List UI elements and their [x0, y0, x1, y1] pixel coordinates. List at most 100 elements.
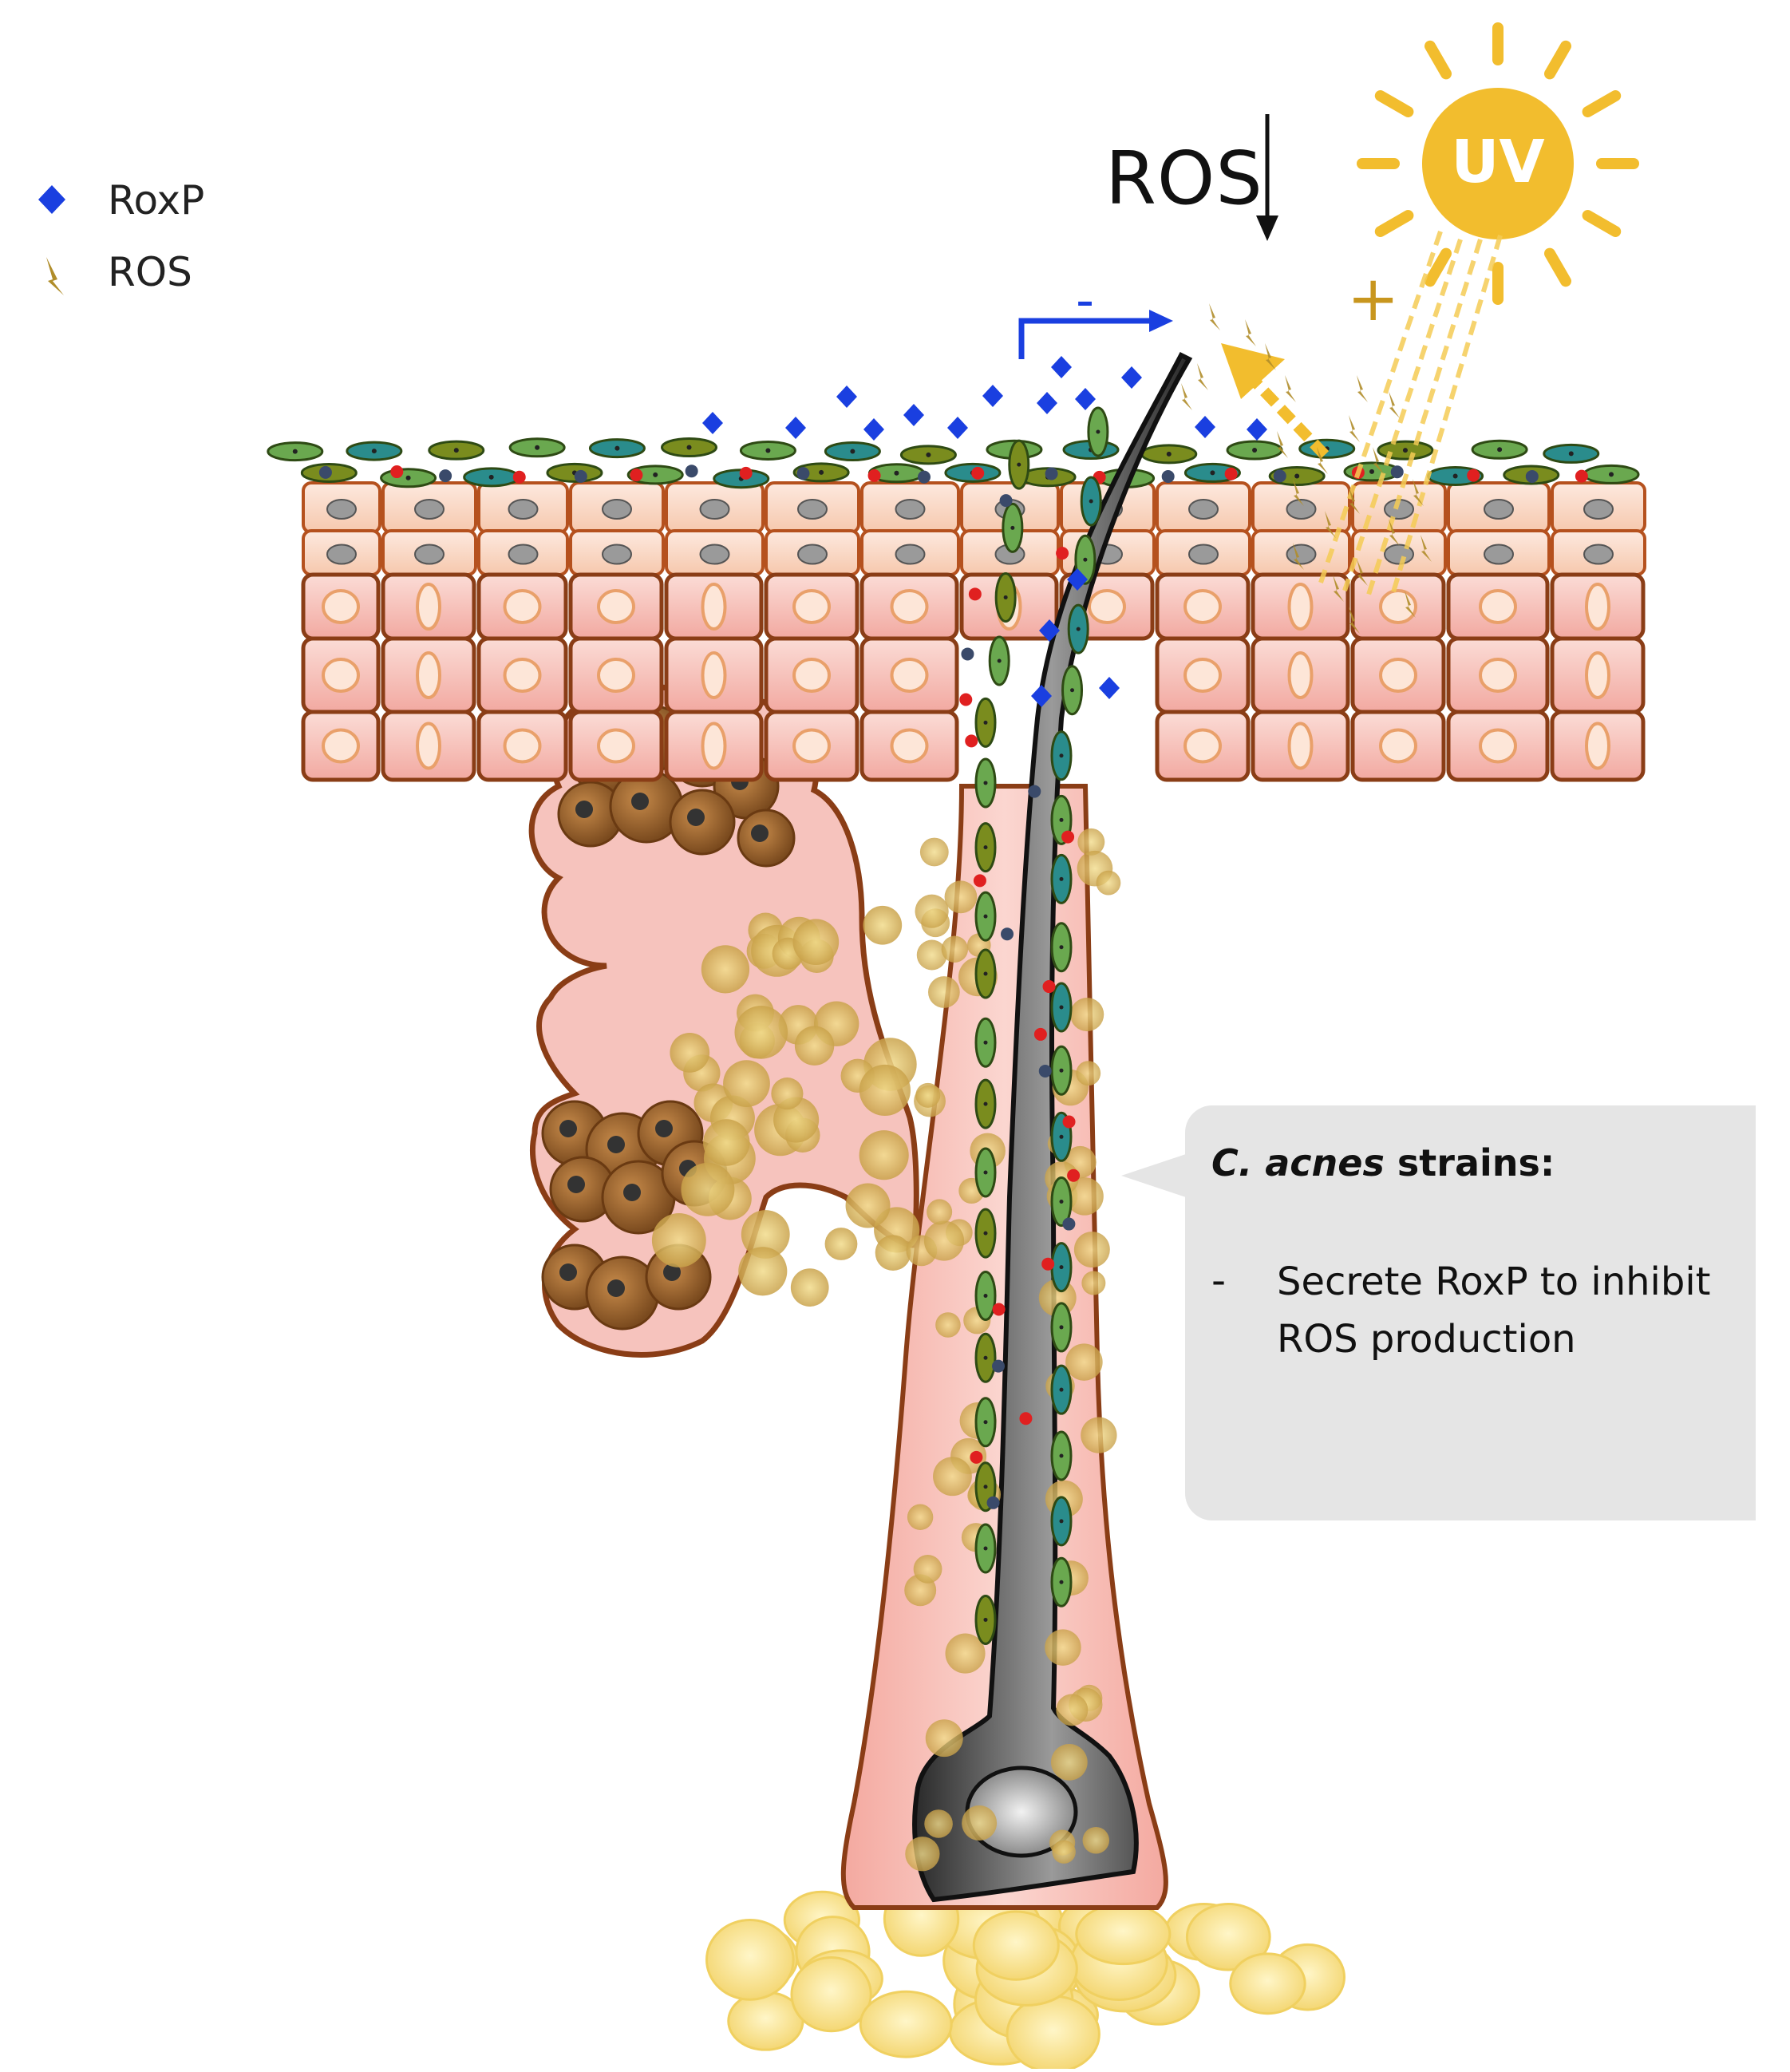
bacterium-dot — [894, 470, 899, 476]
sebum-droplet — [701, 945, 750, 994]
sebaceous-gland-lobes — [528, 682, 920, 1358]
cell-nucleus — [890, 589, 929, 624]
sebocyte-nucleus — [655, 1120, 673, 1137]
cell-nucleus — [1287, 583, 1314, 631]
bacterium-dot — [1059, 1005, 1064, 1010]
sebocyte-nucleus — [663, 1263, 681, 1281]
surface-particle — [685, 465, 698, 478]
cell-nucleus — [416, 651, 441, 699]
surface-particle — [918, 470, 931, 484]
cell-nucleus — [1183, 658, 1222, 693]
cell-nucleus — [602, 544, 632, 565]
bacterium-dot — [1059, 1134, 1064, 1139]
sebum-droplet — [723, 1060, 770, 1107]
bacterium-dot — [983, 1485, 988, 1489]
fat-cell — [705, 1918, 795, 2001]
surface-particle — [1467, 469, 1480, 482]
bacterium-dot — [819, 469, 824, 475]
legend-ros-symbol — [46, 257, 64, 295]
surface-particle — [1525, 469, 1539, 483]
bacterium-dot — [1369, 469, 1375, 474]
cell-nucleus — [1585, 651, 1610, 699]
bacterium-dot — [1017, 462, 1021, 467]
cell-nucleus — [1379, 589, 1417, 624]
follicle-sebum — [905, 1837, 940, 1872]
sebum-droplet — [790, 1268, 829, 1307]
cell-nucleus — [701, 651, 727, 699]
uv-beam — [1318, 231, 1503, 595]
follicle-particle — [1062, 1217, 1076, 1231]
ros-spark — [1413, 479, 1424, 506]
bacterium-dot — [926, 452, 931, 457]
bacterium-dot — [1089, 499, 1093, 504]
bacterium-dot — [1059, 1265, 1064, 1270]
ros-spark — [1325, 511, 1336, 538]
cell-nucleus — [508, 499, 539, 520]
roxp-diamond — [1195, 416, 1215, 438]
bacterium-dot — [1059, 1580, 1064, 1584]
roxp-diamond — [1051, 356, 1072, 378]
ros-spark — [1245, 319, 1256, 346]
fat-cell — [1185, 1903, 1271, 1971]
bacterium-dot — [405, 475, 411, 480]
follicle-particle — [999, 494, 1013, 508]
bacterium-dot — [983, 1420, 988, 1425]
cell-nucleus — [1183, 728, 1222, 764]
bacterium-dot — [983, 971, 988, 976]
sebocyte-nucleus — [559, 1263, 577, 1281]
cell-nucleus — [1287, 651, 1314, 699]
ros-spark — [1265, 343, 1276, 370]
ros-spark — [1349, 607, 1360, 634]
fat-cell — [790, 1956, 872, 2033]
bacterium-dot — [1452, 473, 1458, 479]
roxp-diamond — [1121, 366, 1142, 389]
sebum-droplet — [734, 1006, 788, 1059]
follicle-sebum — [924, 1809, 953, 1838]
bacterium-dot — [535, 445, 540, 450]
roxp-diamond — [1037, 392, 1057, 414]
cell-nucleus — [1287, 722, 1314, 770]
bacterium-dot — [1166, 451, 1172, 457]
sebum-droplet — [859, 1064, 911, 1117]
cell-nucleus — [597, 728, 635, 764]
cell-nucleus — [890, 728, 929, 764]
bacterium-dot — [1210, 470, 1215, 476]
cell-nucleus — [1585, 722, 1610, 770]
ros-spark — [1389, 391, 1400, 418]
follicle-contents — [904, 406, 1121, 1872]
cell-nucleus — [503, 658, 542, 693]
cell-nucleus — [1088, 589, 1126, 624]
sebum-droplet — [651, 1213, 706, 1267]
bacterium-dot — [1059, 876, 1064, 881]
sebum-droplet — [863, 905, 903, 945]
roxp-diamond — [836, 386, 857, 408]
bacterium-dot — [983, 720, 988, 725]
follicle-sebum — [1081, 1417, 1117, 1453]
ros-arrow-yellow — [1221, 343, 1330, 459]
sebocyte-nucleus — [687, 809, 705, 826]
sebum-droplet — [859, 1130, 909, 1180]
bacterium-dot — [1059, 1519, 1064, 1524]
fat-cells — [705, 1880, 1346, 2072]
bacterium-dot — [983, 1170, 988, 1175]
sebum-droplet — [738, 1247, 788, 1296]
cell-nucleus — [416, 722, 441, 770]
sebocyte-nucleus — [631, 793, 649, 810]
bacterium-dot — [653, 472, 658, 477]
bacterium-dot — [1010, 525, 1015, 530]
callout-bullet-dash: - — [1211, 1257, 1227, 1303]
cell-nucleus — [322, 658, 360, 693]
legend-roxp-symbol — [38, 185, 65, 214]
follicle-particle — [992, 1359, 1006, 1373]
bacterium-dot — [1402, 448, 1408, 453]
cell-nucleus — [1286, 544, 1317, 565]
follicle-sebum — [1082, 1827, 1110, 1854]
sebum-droplet — [792, 919, 840, 966]
bacterium-dot — [614, 445, 620, 451]
follicle-particle — [961, 647, 974, 661]
ros-spark — [1209, 303, 1220, 330]
follicle-particle — [1061, 830, 1075, 844]
cell-nucleus — [508, 544, 539, 565]
follicle-sebum — [1081, 1271, 1106, 1295]
